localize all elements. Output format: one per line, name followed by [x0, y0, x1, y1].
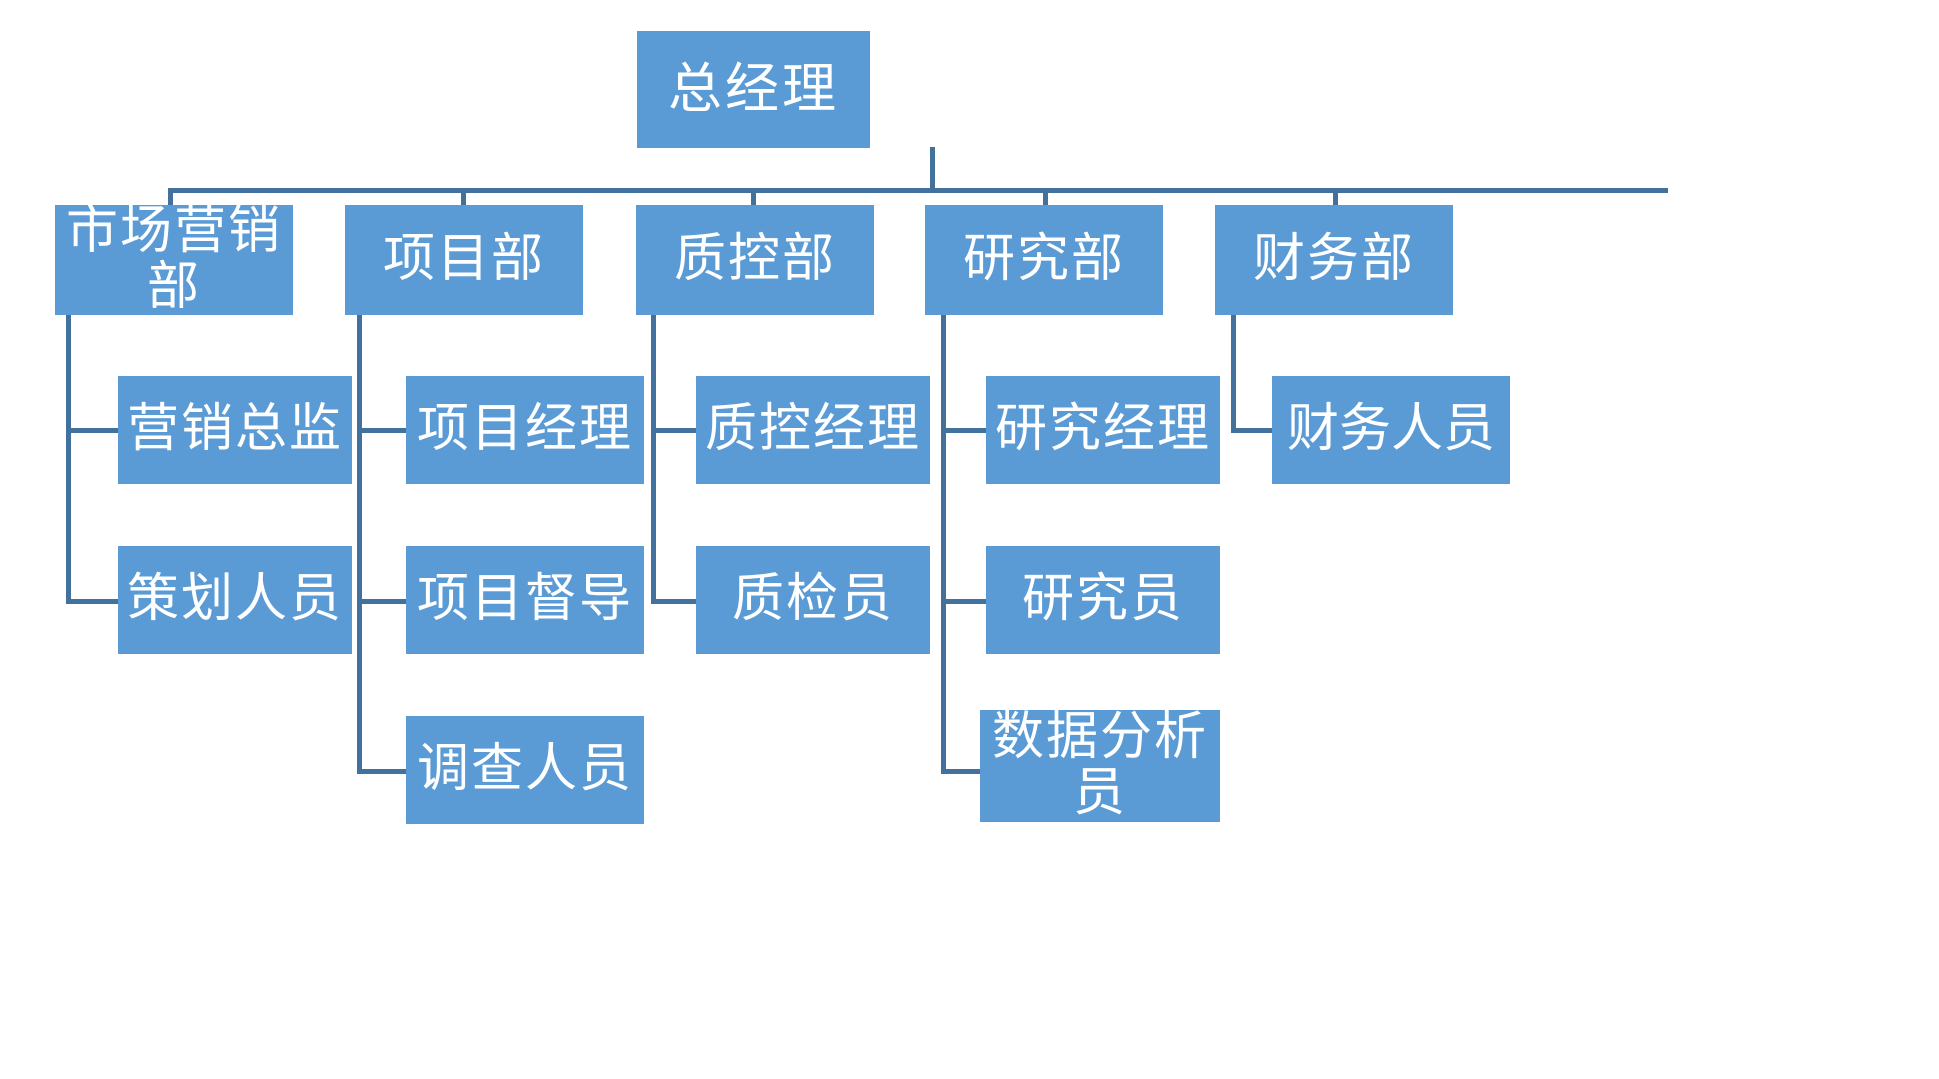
connector-elbow-dept-5-child-1 [1231, 428, 1275, 433]
connector-elbow-dept-3-child-2 [651, 599, 699, 604]
node-data-analyst[interactable]: 数据分析员 [980, 709, 1220, 822]
connector-elbow-dept-2-child-2 [357, 599, 409, 604]
node-finance-staff[interactable]: 财务人员 [1272, 376, 1510, 484]
connector-elbow-dept-4-child-1 [941, 428, 989, 433]
node-dept-research[interactable]: 研究部 [925, 205, 1163, 315]
connector-drop-dept-5 [1333, 188, 1338, 208]
connector-elbow-dept-4-child-3 [941, 769, 989, 774]
node-root-general-manager[interactable]: 总经理 [637, 31, 870, 148]
connector-root-stem [930, 147, 935, 191]
connector-root-bus [168, 188, 1668, 193]
connector-spine-dept-3 [651, 310, 656, 604]
node-research-manager[interactable]: 研究经理 [986, 376, 1220, 484]
connector-spine-dept-4 [941, 310, 946, 774]
connector-spine-dept-1 [66, 314, 71, 604]
connector-spine-dept-5 [1231, 310, 1236, 432]
connector-drop-dept-2 [461, 188, 466, 208]
node-qc-manager[interactable]: 质控经理 [696, 376, 930, 484]
connector-spine-dept-2 [357, 310, 362, 774]
node-project-manager[interactable]: 项目经理 [406, 376, 644, 484]
connector-elbow-dept-2-child-1 [357, 428, 409, 433]
node-project-surveyor[interactable]: 调查人员 [406, 716, 644, 824]
node-qc-inspector[interactable]: 质检员 [696, 546, 930, 654]
connector-elbow-dept-2-child-3 [357, 769, 409, 774]
node-dept-project[interactable]: 项目部 [345, 205, 583, 315]
node-project-supervisor[interactable]: 项目督导 [406, 546, 644, 654]
connector-elbow-dept-4-child-2 [941, 599, 989, 604]
connector-elbow-dept-3-child-1 [651, 428, 699, 433]
connector-drop-dept-3 [751, 188, 756, 208]
connector-drop-dept-4 [1043, 188, 1048, 208]
node-dept-marketing[interactable]: 市场营销部 [55, 203, 293, 316]
node-marketing-director[interactable]: 营销总监 [118, 376, 352, 484]
connector-elbow-dept-1-child-1 [66, 428, 121, 433]
node-marketing-planner[interactable]: 策划人员 [118, 546, 352, 654]
node-dept-finance[interactable]: 财务部 [1215, 205, 1453, 315]
node-dept-quality-control[interactable]: 质控部 [636, 205, 874, 315]
node-researcher[interactable]: 研究员 [986, 546, 1220, 654]
connector-elbow-dept-1-child-2 [66, 599, 121, 604]
